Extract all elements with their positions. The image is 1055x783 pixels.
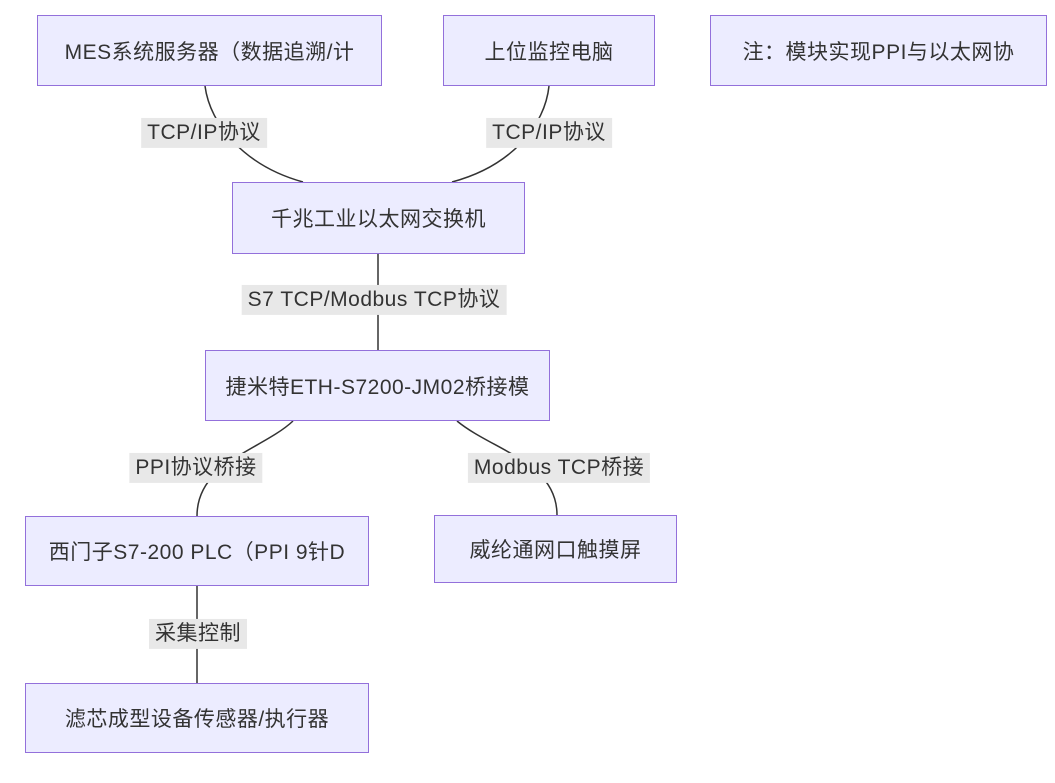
- node-pc-label: 上位监控电脑: [484, 40, 614, 64]
- node-sensor-label: 滤芯成型设备传感器/执行器: [64, 708, 330, 731]
- node-plc: 西门子S7-200 PLC（PPI 9针D: [25, 516, 369, 586]
- edge-label-mes_switch: TCP/IP协议: [141, 117, 267, 149]
- node-bridge: 捷米特ETH-S7200-JM02桥接模: [205, 350, 550, 421]
- node-plc-label: 西门子S7-200 PLC（PPI 9针D: [48, 541, 346, 564]
- node-hmi-label: 威纶通网口触摸屏: [469, 539, 642, 562]
- node-bridge-label: 捷米特ETH-S7200-JM02桥接模: [225, 375, 530, 399]
- edge-label-bridge_hmi: Modbus TCP桥接: [467, 452, 651, 484]
- node-switch: 千兆工业以太网交换机: [232, 182, 525, 254]
- node-mes-label: MES系统服务器（数据追溯/计: [64, 40, 355, 64]
- node-sensor: 滤芯成型设备传感器/执行器: [25, 683, 369, 753]
- edge-label-switch_bridge: S7 TCP/Modbus TCP协议: [241, 284, 507, 316]
- edge-label-plc_sensor: 采集控制: [149, 618, 247, 650]
- node-mes: MES系统服务器（数据追溯/计: [37, 15, 382, 86]
- edge-label-pc_switch: TCP/IP协议: [486, 117, 612, 149]
- node-note: 注：模块实现PPI与以太网协: [710, 15, 1047, 86]
- edge-label-bridge_plc: PPI协议桥接: [129, 452, 263, 484]
- node-note-label: 注：模块实现PPI与以太网协: [742, 40, 1015, 64]
- node-pc: 上位监控电脑: [443, 15, 655, 86]
- node-switch-label: 千兆工业以太网交换机: [271, 208, 486, 231]
- node-hmi: 威纶通网口触摸屏: [434, 515, 677, 583]
